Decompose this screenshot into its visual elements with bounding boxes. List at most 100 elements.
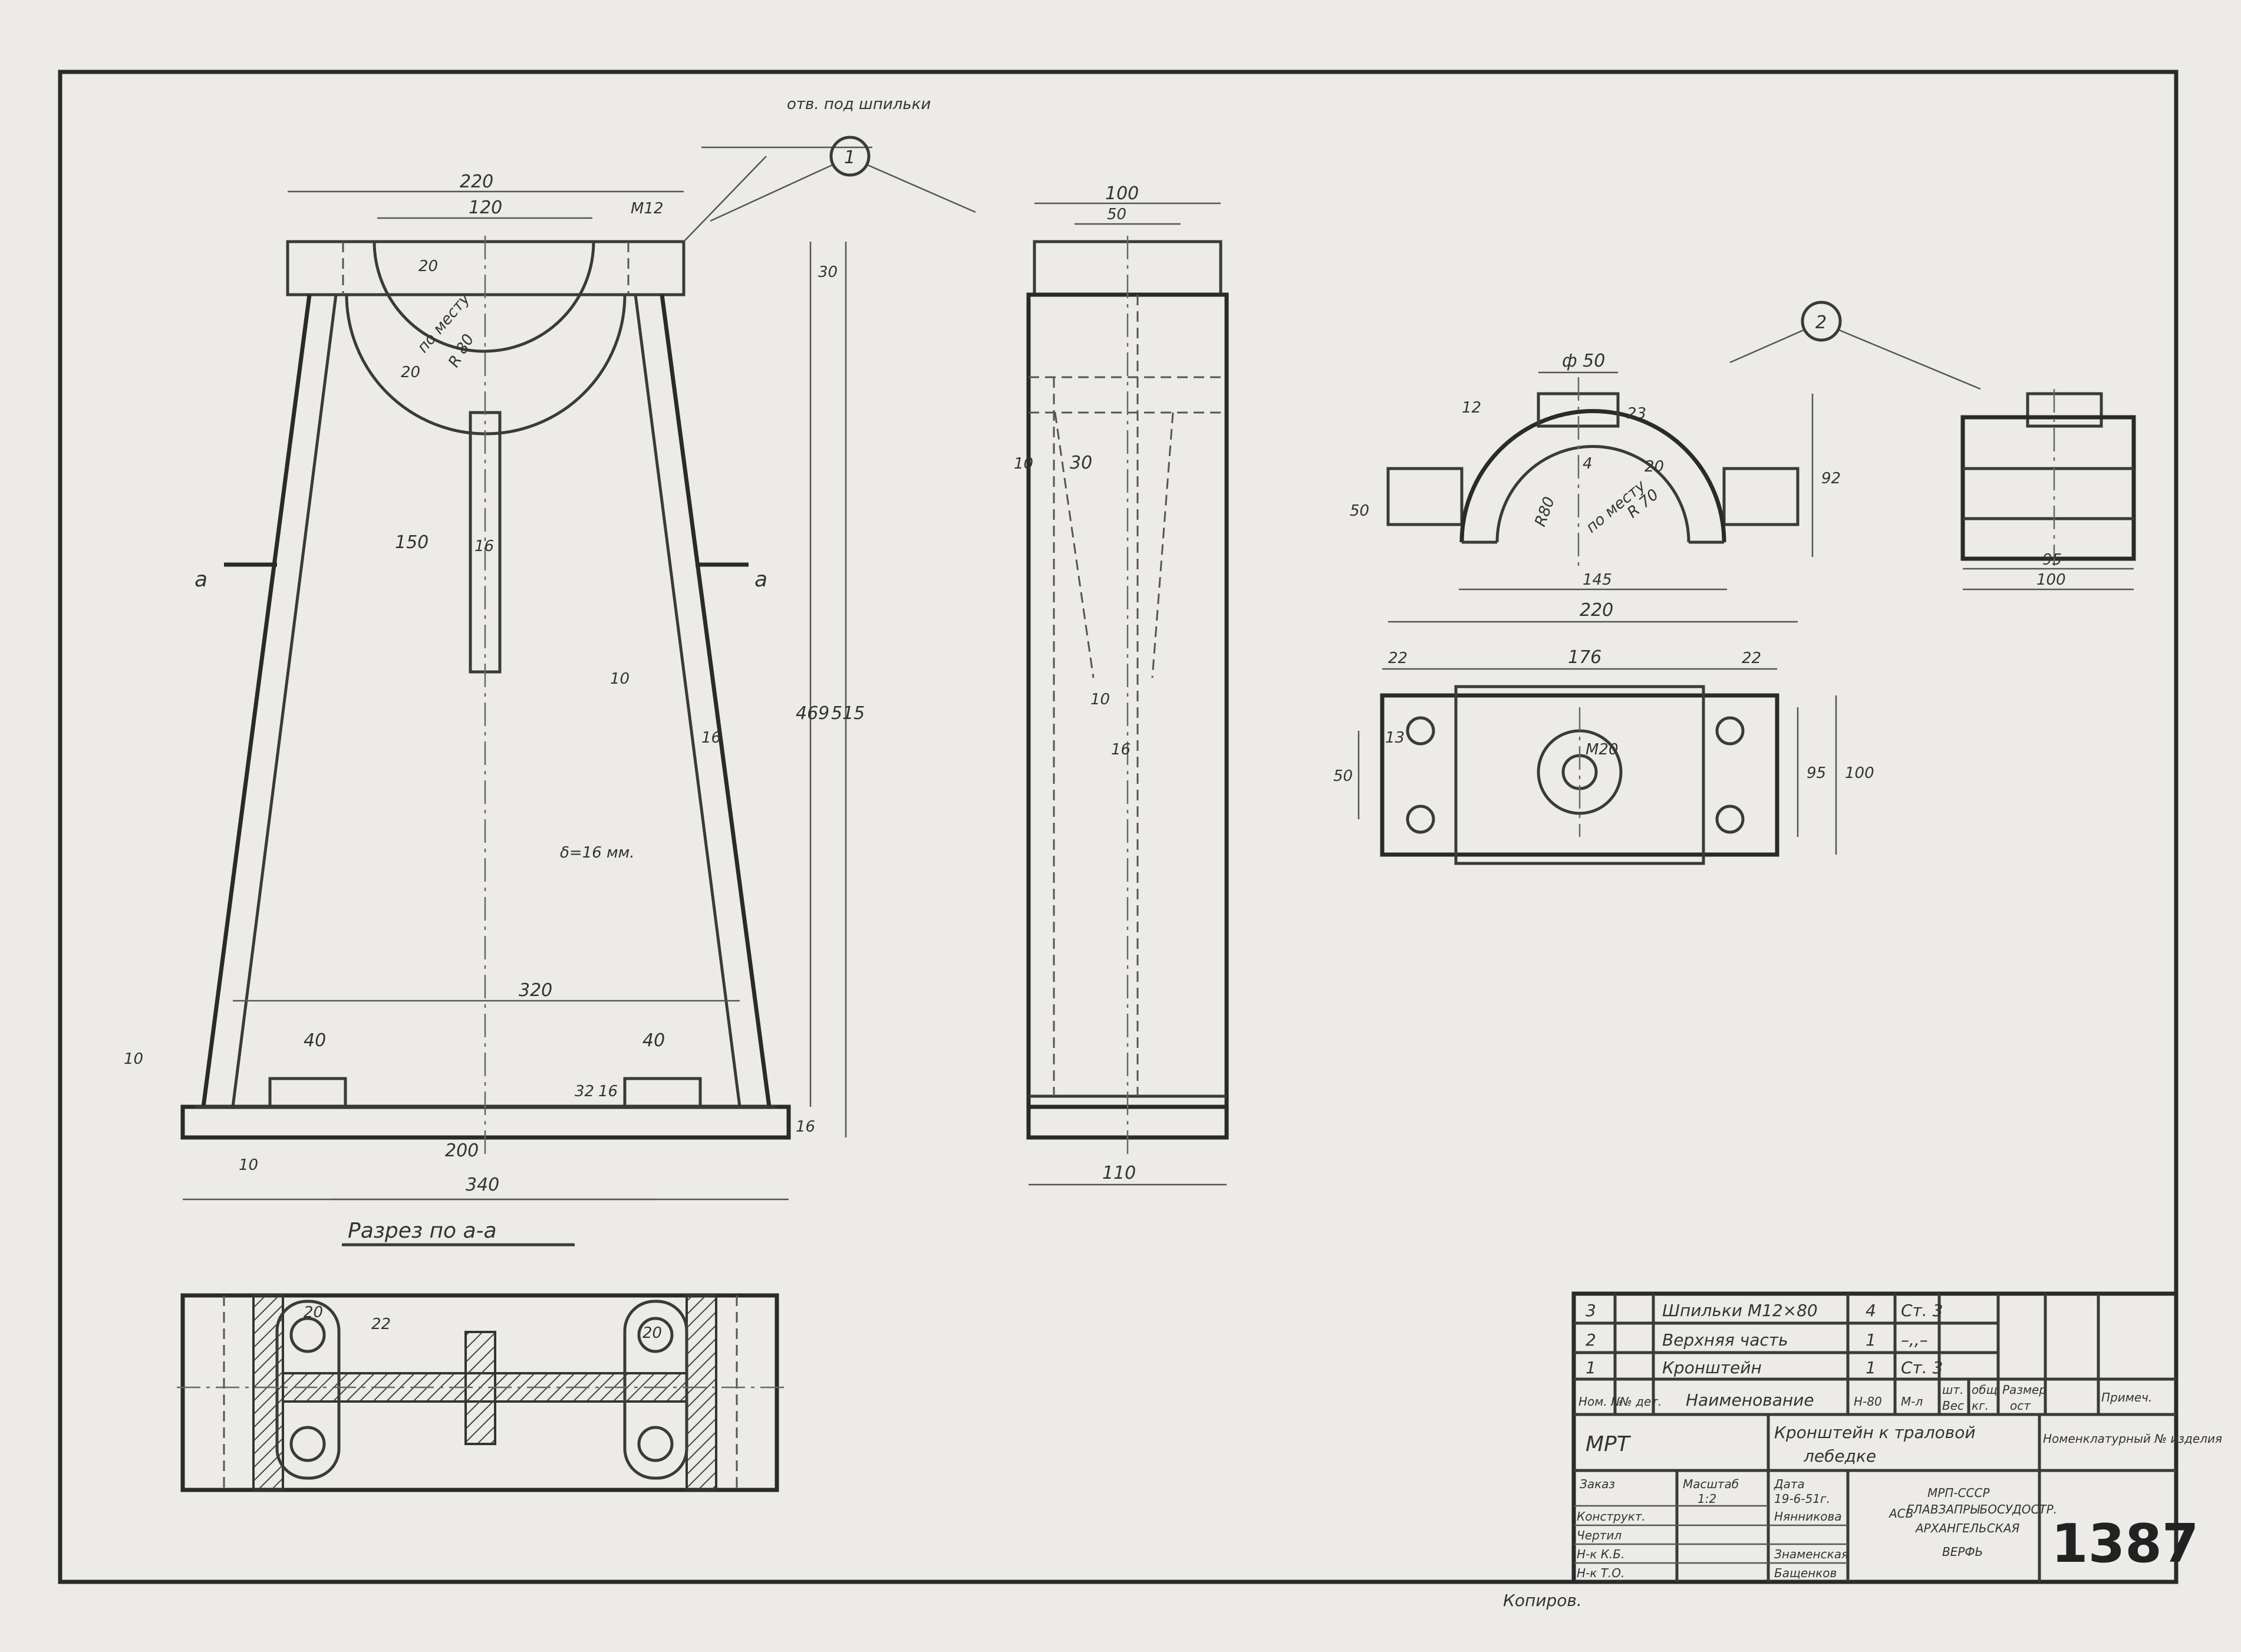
hdr-nom: Ном. № [1578, 1394, 1623, 1409]
side-view-dimensions: 100 50 10 30 10 16 110 [1014, 183, 1227, 1186]
front-note-delta: δ=16 мм. [560, 844, 635, 862]
rightview-dim-95: 95 [2042, 551, 2062, 569]
plan-dimensions: 22 176 22 13 50 М20 95 100 [1333, 647, 1874, 855]
front-dim-16d: 16 [796, 1118, 815, 1136]
front-dim-200: 200 [445, 1140, 479, 1161]
side-dim-110: 110 [1102, 1163, 1136, 1183]
top-part-elevation [1386, 377, 1800, 566]
date-value: 19-6-51г. [1774, 1492, 1830, 1506]
front-view [180, 236, 791, 1155]
side-dim-100: 100 [1105, 183, 1139, 204]
row-2-material: –,,– [1901, 1330, 1928, 1350]
side-view [1026, 236, 1229, 1155]
front-dim-20: 20 [418, 258, 438, 275]
logo-asv: АСВ [1888, 1506, 1913, 1521]
title-block: 3 Шпильки М12×80 4 Ст. 3 2 Верхняя часть… [1571, 1291, 2222, 1584]
hdr-name: Наименование [1686, 1390, 1814, 1410]
plan-dim-50: 50 [1333, 767, 1353, 785]
org-line-3: АРХАНГЕЛЬСКАЯ [1914, 1521, 2020, 1535]
name-3: Знаменская [1774, 1547, 1848, 1561]
plan-dim-95: 95 [1807, 764, 1826, 782]
row-1-material: Ст. 3 [1901, 1358, 1943, 1377]
hdr-n80: Н-80 [1854, 1394, 1882, 1409]
row-1-name: Кронштейн [1662, 1358, 1762, 1377]
hdr-sht: шт. [1942, 1383, 1963, 1397]
front-dim-16: 16 [474, 538, 494, 555]
name-2: Нянникова [1774, 1509, 1842, 1524]
chertil-label: Чертил [1577, 1528, 1622, 1542]
part-dim-145: 145 [1583, 571, 1612, 589]
plan-dim-100: 100 [1845, 764, 1874, 782]
front-view-dimensions: 220 120 М12 20 по месту R 80 20 30 150 1… [124, 95, 976, 1201]
hdr-prim: Примеч. [2101, 1390, 2152, 1404]
callout-1: 1 [844, 147, 855, 168]
front-dim-10b: 10 [239, 1156, 258, 1174]
plan-dim-22b: 22 [1742, 649, 1761, 667]
part-dim-220: 220 [1580, 600, 1613, 621]
front-dim-32: 32 [575, 1083, 594, 1100]
nomenclature-number: Номенклатурный № изделия [2043, 1432, 2222, 1446]
top-part-side-view: 95 100 [1960, 389, 2136, 591]
side-dim-16: 16 [1111, 741, 1131, 759]
nk-kb-label: Н-к К.Б. [1577, 1547, 1624, 1561]
rightview-dim-100: 100 [2036, 571, 2066, 589]
row-3-qty: 4 [1866, 1301, 1876, 1320]
row-3-name: Шпильки М12×80 [1662, 1301, 1818, 1320]
side-dim-50: 50 [1107, 206, 1126, 223]
part-dim-92: 92 [1821, 470, 1841, 487]
plan-dim-13: 13 [1385, 729, 1405, 747]
front-dim-30: 30 [818, 263, 838, 281]
org-line-4: ВЕРФЬ [1942, 1545, 1983, 1559]
zakaz-label: Заказ [1580, 1477, 1615, 1491]
product-title-line-2: лебедке [1803, 1446, 1876, 1466]
plan-dim-m20: М20 [1586, 741, 1619, 759]
part-dim-phi50: ф 50 [1562, 351, 1605, 371]
hdr-ml: М-л [1901, 1394, 1923, 1409]
side-dim-10b: 10 [1090, 691, 1110, 708]
row-3-material: Ст. 3 [1901, 1301, 1943, 1320]
hdr-ost: ост [2010, 1399, 2031, 1413]
front-dim-m12: М12 [631, 200, 664, 217]
front-dim-10: 10 [610, 670, 630, 688]
section-mark-left: a [195, 568, 207, 592]
top-part-dimensions: ф 50 12 23 4 20 по месту R 70 R80 50 92 … [1350, 301, 1981, 623]
data-label: Дата [1774, 1477, 1805, 1491]
copy-note: Копиров. [1503, 1591, 1582, 1610]
section-dim-22: 22 [371, 1315, 391, 1333]
front-dim-16c: 16 [598, 1083, 618, 1100]
org-line-2: ГЛАВЗАПРЫБОСУДОСТР. [1907, 1502, 2057, 1516]
front-dim-40b: 40 [642, 1030, 665, 1051]
section-mark-right: a [754, 568, 767, 592]
front-dim-120: 120 [469, 197, 502, 218]
name-4: Бащенков [1774, 1566, 1837, 1580]
front-dim-10a: 10 [124, 1050, 143, 1068]
plan-dim-176: 176 [1568, 647, 1601, 668]
side-dim-10: 10 [1014, 455, 1033, 473]
front-dim-515: 515 [831, 703, 865, 724]
konstruktor-label: Конструкт. [1577, 1509, 1646, 1524]
front-dim-220: 220 [460, 172, 493, 192]
row-2-num: 2 [1586, 1330, 1596, 1350]
section-dim-20b: 20 [642, 1324, 662, 1342]
part-dim-50: 50 [1350, 502, 1369, 520]
section-a-a: Разрез по а-а 20 22 20 [177, 1219, 784, 1492]
stamp-mrt: МРТ [1586, 1432, 1632, 1456]
section-title: Разрез по а-а [348, 1219, 497, 1243]
nk-to-label: Н-к Т.О. [1577, 1566, 1624, 1580]
row-2-name: Верхняя часть [1662, 1330, 1788, 1350]
hdr-kg: кг. [1972, 1399, 1989, 1413]
part-dim-12: 12 [1462, 399, 1481, 417]
top-part-plan [1380, 685, 1779, 865]
front-dim-40a: 40 [304, 1030, 326, 1051]
drawing-frame [58, 70, 2179, 1584]
callout-1-label: отв. под шпильки [787, 95, 931, 113]
org-line-1: МРП-СССР [1927, 1486, 1990, 1500]
row-2-qty: 1 [1866, 1330, 1876, 1350]
callout-2: 2 [1815, 312, 1827, 333]
part-dim-20: 20 [1645, 458, 1664, 476]
row-3-num: 3 [1586, 1301, 1596, 1320]
scale-value: 1:2 [1698, 1492, 1716, 1506]
plan-dim-22a: 22 [1388, 649, 1408, 667]
row-1-qty: 1 [1866, 1358, 1876, 1377]
